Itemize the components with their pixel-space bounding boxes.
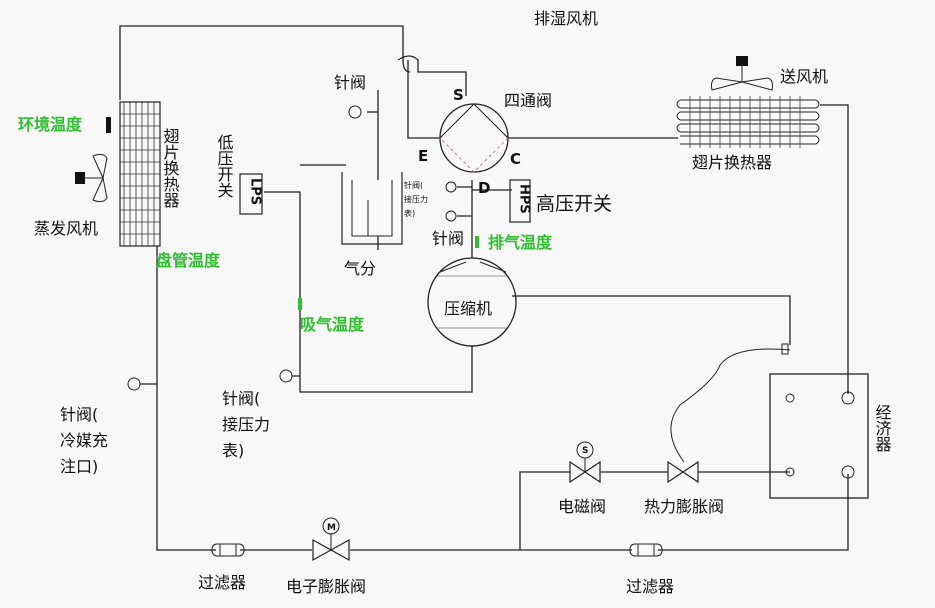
discharge-temp-sensor	[475, 236, 479, 248]
low-pressure-switch-label: 低压开关	[215, 134, 234, 198]
needle-gauge-l1: 针阀(	[222, 389, 260, 408]
ambient-temp-sensor	[106, 117, 111, 133]
lps-box	[239, 173, 263, 215]
filter-left-icon	[211, 543, 245, 557]
needle-gauge-small-1	[445, 181, 457, 193]
fin-exchanger-left	[119, 101, 161, 247]
needle-gauge-small-l2: 接压力	[404, 194, 428, 204]
gas-separator-label: 气分	[344, 259, 376, 278]
high-pressure-switch-label: 高压开关	[536, 193, 612, 215]
electronic-expansion-valve-label: 电子膨胀阀	[286, 577, 366, 596]
filter-left-label: 过滤器	[198, 573, 246, 592]
port-e: E	[418, 147, 428, 165]
charge-port-valve	[127, 377, 141, 391]
needle-gauge-left	[279, 369, 293, 383]
thermal-expansion-valve-icon	[667, 460, 699, 484]
needle-gauge-small-l3: 表)	[404, 208, 415, 218]
compressor	[427, 257, 517, 347]
charge-port-l3: 注口)	[60, 457, 98, 476]
evap-fan-icon	[75, 153, 108, 203]
thermal-expansion-valve-label: 热力膨胀阀	[644, 497, 724, 516]
economizer-label: 经济器	[873, 404, 892, 452]
fin-exchanger-left-label: 翅片换热器	[161, 128, 180, 208]
needle-valve-top	[348, 105, 362, 119]
charge-port-l1: 针阀(	[60, 405, 98, 424]
coil-temp-label: 盘管温度	[156, 251, 221, 270]
discharge-temp-label: 排气温度	[488, 233, 553, 252]
hps-label: HPS	[517, 184, 532, 214]
charge-port-l2: 冷媒充	[60, 431, 108, 450]
fin-exchanger-right-label: 翅片换热器	[692, 153, 772, 172]
economizer	[769, 343, 869, 499]
four-way-valve-label: 四通阀	[504, 91, 552, 110]
solenoid-mark: S	[582, 446, 588, 456]
needle-valve-mid-label: 针阀	[432, 229, 464, 248]
suction-temp-sensor	[298, 298, 302, 310]
ambient-temp-label: 环境温度	[18, 115, 83, 134]
needle-gauge-l3: 表)	[222, 441, 244, 460]
hps-box	[509, 179, 531, 223]
electronic-expansion-valve-icon	[312, 517, 350, 562]
solenoid-valve-icon	[569, 441, 601, 484]
supply-fan-label: 送风机	[780, 67, 828, 86]
compressor-label: 压缩机	[444, 299, 492, 318]
needle-gauge-l2: 接压力	[222, 415, 270, 434]
motor-mark: M	[327, 523, 336, 533]
needle-valve-top-label: 针阀	[334, 73, 366, 92]
evap-fan-label: 蒸发风机	[34, 219, 98, 238]
port-c: C	[510, 150, 521, 168]
exhaust-fan-label: 排湿风机	[534, 9, 598, 28]
port-d: D	[478, 179, 490, 197]
solenoid-valve-label: 电磁阀	[558, 497, 606, 516]
filter-right-icon	[629, 543, 663, 557]
gas-separator	[341, 172, 403, 245]
filter-right-label: 过滤器	[626, 577, 674, 596]
four-way-valve	[439, 103, 509, 173]
needle-gauge-small-2	[445, 210, 457, 222]
lps-label: LPS	[248, 178, 263, 205]
needle-gauge-small-l1: 针阀(	[404, 180, 423, 190]
port-s: S	[453, 86, 464, 104]
fin-exchanger-right	[676, 96, 820, 148]
supply-fan-icon	[711, 56, 773, 91]
suction-temp-label: 吸气温度	[300, 315, 365, 334]
piping	[119, 25, 849, 551]
